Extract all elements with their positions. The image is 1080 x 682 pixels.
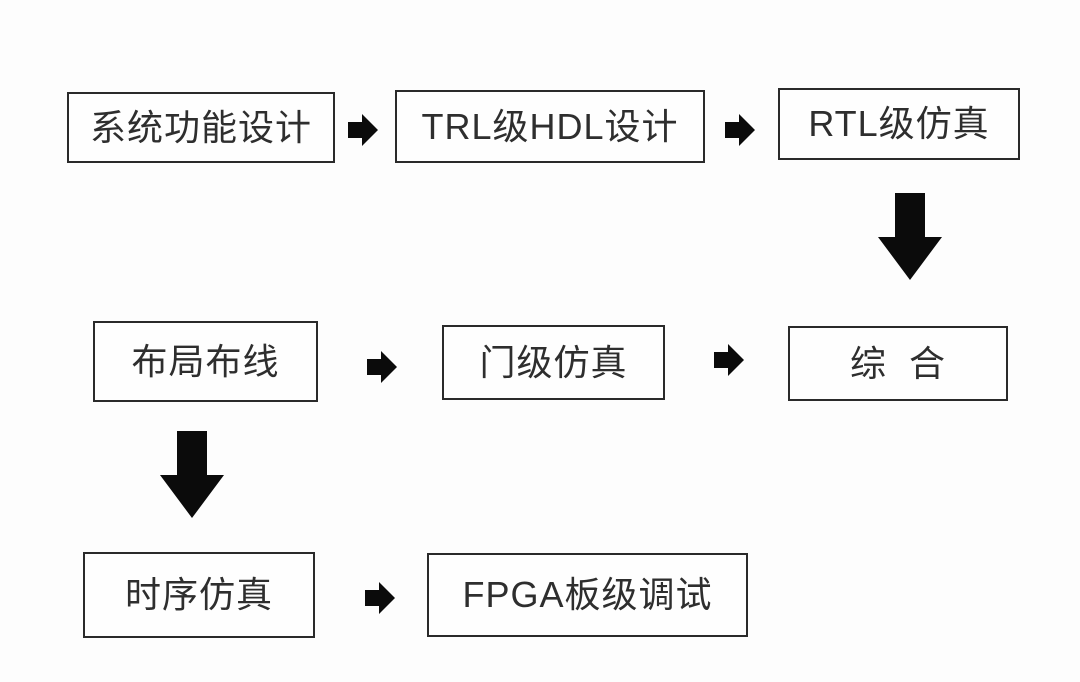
flow-node-label: 布局布线 — [131, 340, 280, 382]
flow-node-label: 门级仿真 — [479, 341, 628, 383]
flow-node-gate-simulation: 门级仿真 — [442, 325, 665, 400]
flow-node-place-and-route: 布局布线 — [93, 321, 318, 402]
flow-node-hdl-design: TRL级HDL设计 — [395, 90, 705, 163]
flow-node-timing-simulation: 时序仿真 — [83, 552, 315, 638]
flow-node-rtl-simulation: RTL级仿真 — [778, 88, 1020, 160]
flow-node-label: 系统功能设计 — [89, 106, 312, 148]
arrow-right-icon — [365, 582, 395, 614]
flow-node-label: RTL级仿真 — [808, 103, 990, 144]
flow-node-label: 时序仿真 — [124, 574, 273, 615]
arrow-right-icon — [714, 344, 744, 376]
flow-node-label: FPGA板级调试 — [462, 574, 713, 615]
arrow-right-icon — [348, 114, 378, 146]
flow-node-label: 综 合 — [849, 342, 946, 384]
flow-node-label: TRL级HDL设计 — [421, 105, 679, 147]
arrow-right-icon — [367, 351, 397, 383]
flow-node-fpga-board-debug: FPGA板级调试 — [427, 553, 748, 637]
flow-node-system-function-design: 系统功能设计 — [67, 92, 335, 163]
flow-node-synthesis: 综 合 — [788, 326, 1008, 401]
arrow-down-icon — [878, 193, 942, 280]
arrow-right-icon — [725, 114, 755, 146]
arrow-down-icon — [160, 431, 224, 518]
